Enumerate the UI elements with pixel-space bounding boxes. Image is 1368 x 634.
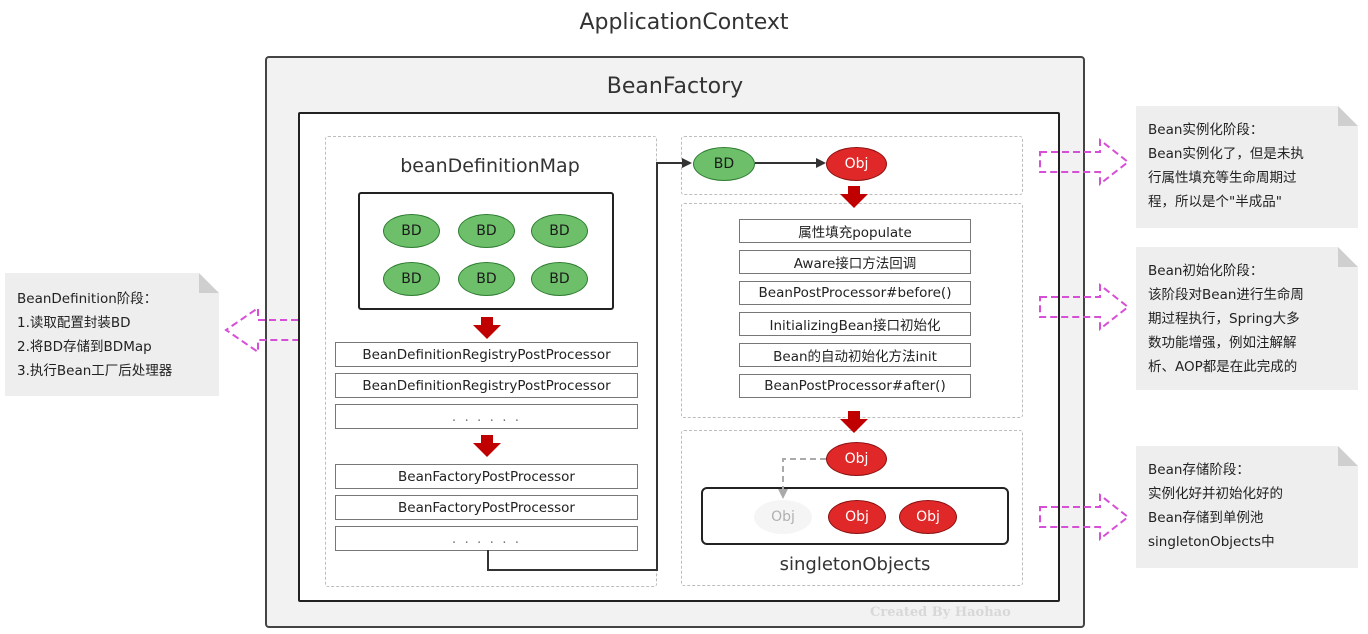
- note-definition-phase: BeanDefinition阶段： 1.读取配置封装BD 2.将BD存储到BDM…: [5, 273, 219, 396]
- note-line: Bean存储到单例池: [1148, 510, 1264, 526]
- red-down-arrow-icon: [840, 186, 868, 208]
- red-down-arrow-icon: [840, 411, 868, 433]
- note-instantiation-phase: Bean实例化阶段： Bean实例化了，但是未执 行属性填充等生命周期过 程，所…: [1136, 106, 1358, 228]
- note-line: Bean存储阶段：: [1148, 462, 1250, 478]
- factory-post-processor: BeanFactoryPostProcessor: [335, 495, 638, 520]
- init-step: BeanPostProcessor#after(): [739, 374, 971, 398]
- phase-arrow-right-icon: [1039, 137, 1130, 187]
- watermark: Created By Haohao: [870, 605, 1011, 620]
- init-step: 属性填充populate: [739, 219, 971, 243]
- note-storage-phase: Bean存储阶段： 实例化好并初始化好的 Bean存储到单例池 singleto…: [1136, 446, 1358, 568]
- note-line: singletonObjects中: [1148, 534, 1275, 550]
- note-line: Bean实例化了，但是未执: [1148, 146, 1304, 162]
- red-down-arrow-icon: [473, 317, 501, 339]
- obj-node-stored: Obj: [899, 500, 957, 534]
- phase-arrow-right-icon: [1039, 282, 1130, 332]
- bd-node: BD: [531, 214, 588, 248]
- note-line: 2.将BD存储到BDMap: [17, 339, 152, 355]
- phase-arrow-right-icon: [1039, 492, 1130, 542]
- note-line: BeanDefinition阶段：: [17, 291, 158, 307]
- bd-node: BD: [383, 262, 440, 296]
- init-step: BeanPostProcessor#before(): [739, 281, 971, 305]
- note-line: 程，所以是个"半成品": [1148, 194, 1282, 210]
- note-fold-icon: [1338, 106, 1358, 126]
- bean-definition-map-title: beanDefinitionMap: [400, 155, 580, 177]
- factory-post-processor: BeanFactoryPostProcessor: [335, 464, 638, 489]
- note-line: 3.执行Bean工厂后处理器: [17, 363, 173, 379]
- obj-node-complete: Obj: [826, 442, 887, 476]
- note-initialization-phase: Bean初始化阶段： 该阶段对Bean进行生命周 期过程执行，Spring大多 …: [1136, 247, 1358, 390]
- note-line: Bean实例化阶段：: [1148, 122, 1264, 138]
- bd-node: BD: [383, 214, 440, 248]
- obj-node-stored: Obj: [754, 500, 812, 534]
- bd-node: BD: [458, 214, 515, 248]
- note-line: Bean初始化阶段：: [1148, 263, 1264, 279]
- note-line: 期过程执行，Spring大多: [1148, 311, 1300, 327]
- note-line: 析、AOP都是在此完成的: [1148, 359, 1298, 375]
- registry-post-processor-more: . . . . . .: [335, 404, 638, 429]
- note-line: 1.读取配置封装BD: [17, 315, 131, 331]
- note-line: 该阶段对Bean进行生命周: [1148, 287, 1304, 303]
- init-step: InitializingBean接口初始化: [739, 312, 971, 336]
- registry-post-processor: BeanDefinitionRegistryPostProcessor: [335, 342, 638, 367]
- bd-node: BD: [531, 262, 588, 296]
- factory-post-processor-more: . . . . . .: [335, 526, 638, 551]
- bean-factory-title: BeanFactory: [606, 74, 744, 99]
- note-fold-icon: [1338, 446, 1358, 466]
- registry-post-processor: BeanDefinitionRegistryPostProcessor: [335, 373, 638, 398]
- red-down-arrow-icon: [473, 435, 501, 457]
- bd-node-instantiate: BD: [693, 147, 755, 181]
- obj-node-stored: Obj: [828, 500, 886, 534]
- application-context-title: ApplicationContext: [579, 10, 789, 35]
- init-step: Bean的自动初始化方法init: [739, 343, 971, 367]
- note-fold-icon: [199, 273, 219, 293]
- obj-node-half-finished: Obj: [826, 147, 887, 181]
- flow-connector: [487, 158, 692, 571]
- note-line: 行属性填充等生命周期过: [1148, 170, 1297, 186]
- note-line: 数功能增强，例如注解解: [1148, 335, 1297, 351]
- init-step: Aware接口方法回调: [739, 250, 971, 274]
- store-arrow: [778, 458, 826, 499]
- note-line: 实例化好并初始化好的: [1148, 486, 1283, 502]
- note-fold-icon: [1338, 247, 1358, 267]
- singleton-objects-title: singletonObjects: [779, 554, 931, 575]
- bd-node: BD: [458, 262, 515, 296]
- phase-arrow-left-icon: [224, 306, 298, 354]
